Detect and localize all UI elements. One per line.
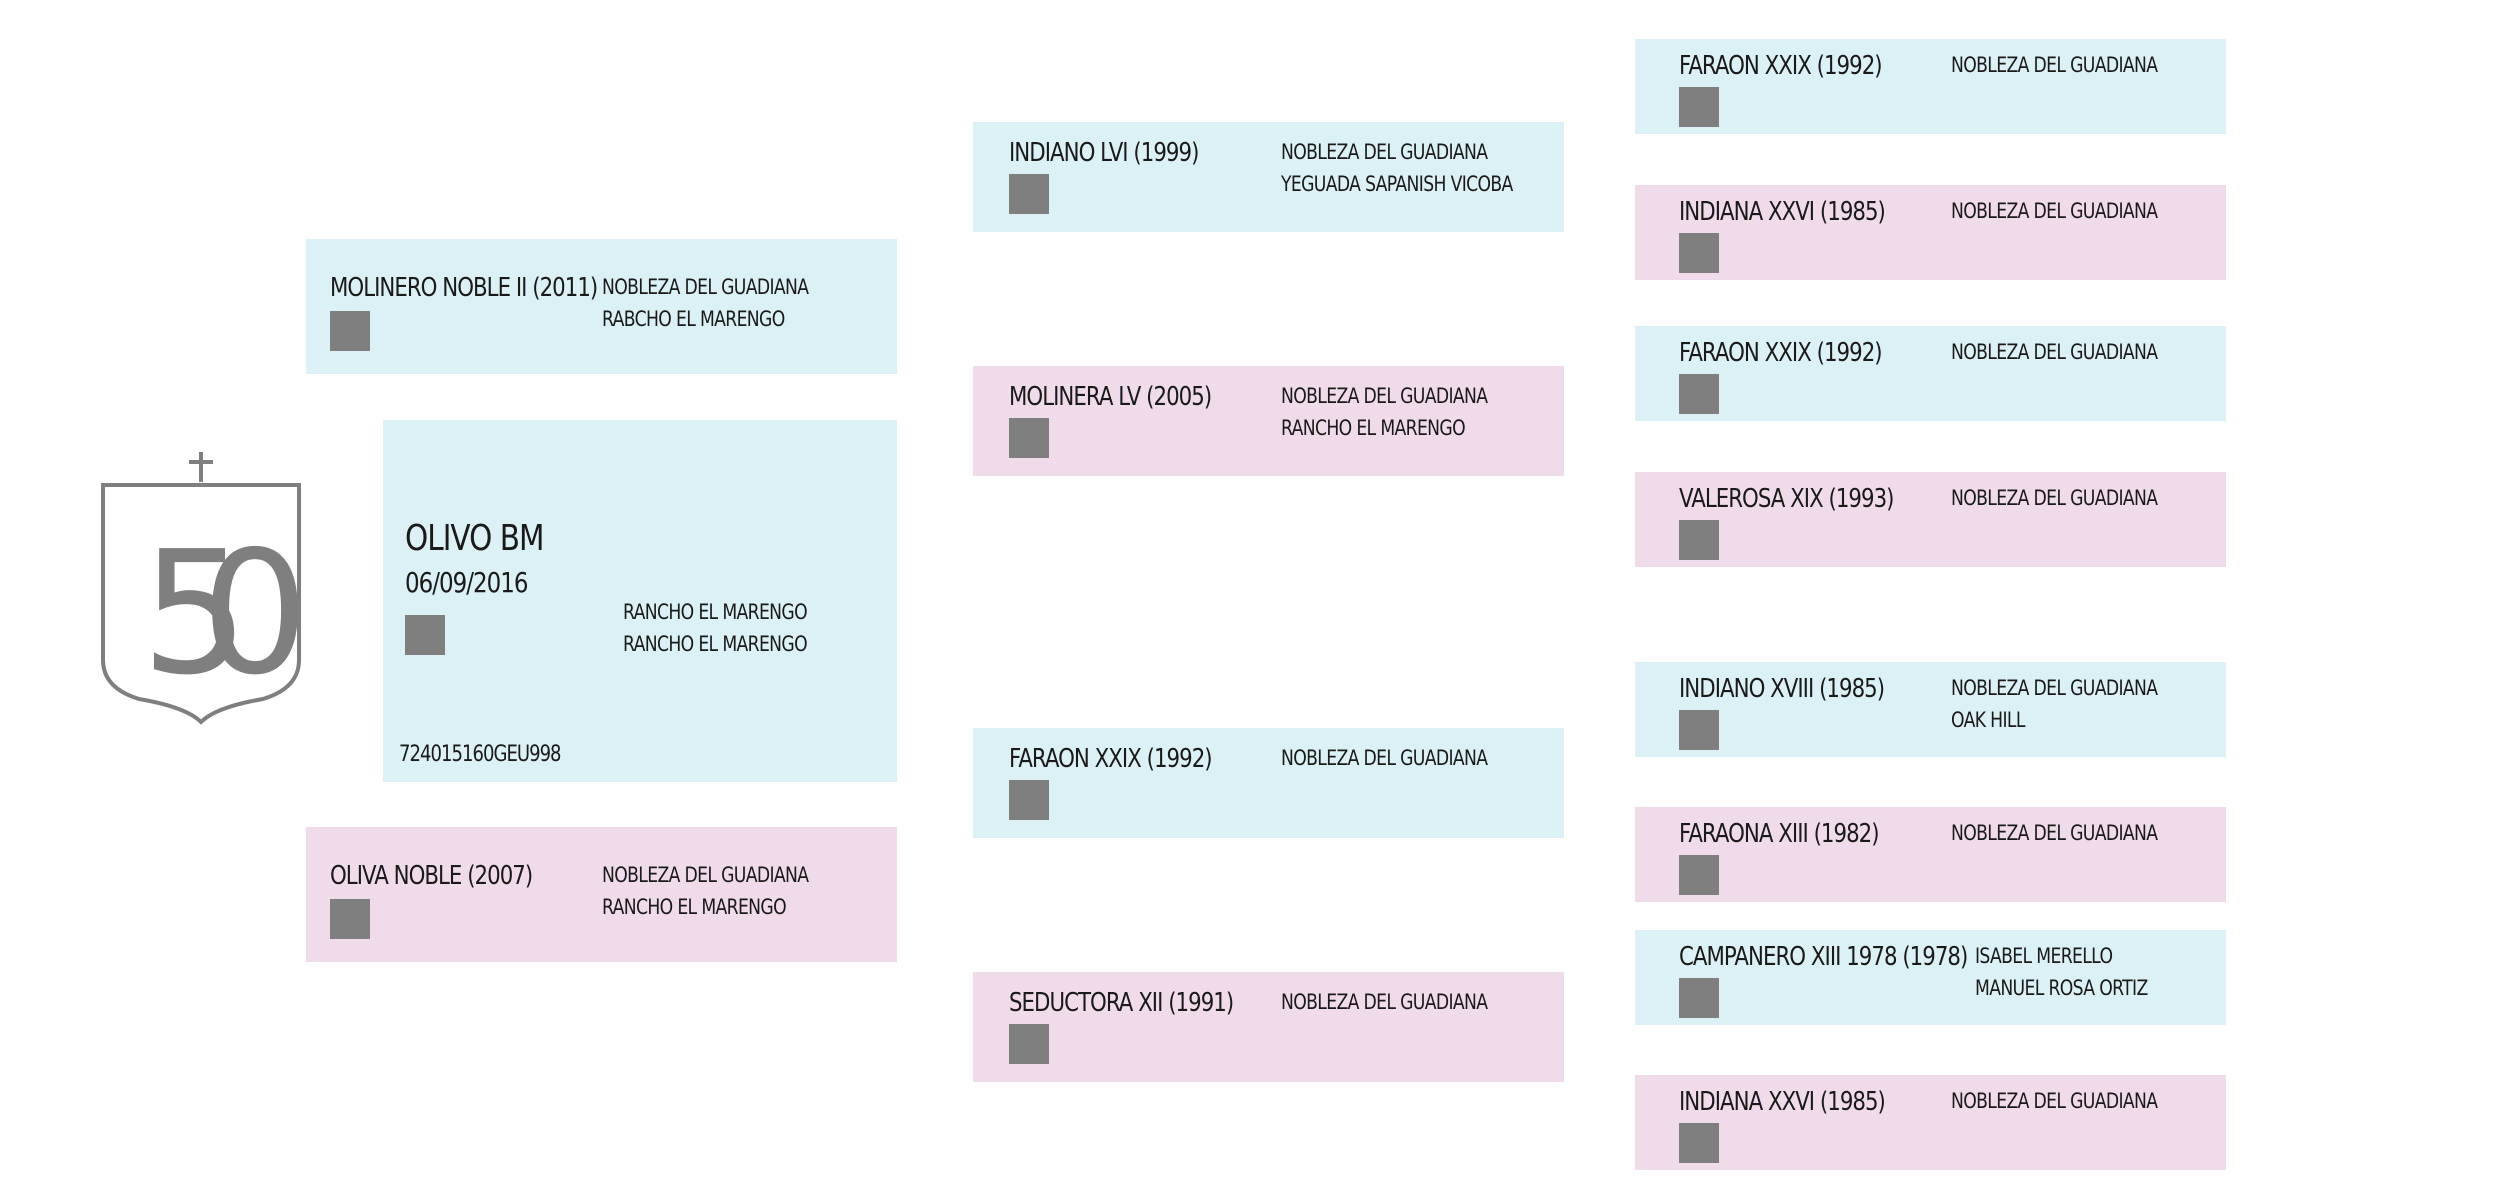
breeder-label: NOBLEZA DEL GUADIANA: [1951, 1089, 2158, 1113]
breeder-owner: NOBLEZA DEL GUADIANA: [1951, 49, 2158, 81]
horse-thumbnail[interactable]: [1009, 780, 1049, 820]
owner-label: MANUEL ROSA ORTIZ: [1975, 976, 2148, 1000]
subject-thumbnail[interactable]: [405, 615, 445, 655]
horse-name: FARAON XXIX (1992): [1009, 744, 1213, 774]
breeder-owner: NOBLEZA DEL GUADIANA: [1281, 986, 1488, 1018]
great-grandparent-card: FARAON XXIX (1992) NOBLEZA DEL GUADIANA: [1635, 326, 2226, 421]
parent-card: MOLINERO NOBLE II (2011) NOBLEZA DEL GUA…: [306, 239, 897, 374]
horse-thumbnail[interactable]: [1009, 174, 1049, 214]
horse-name: FARAON XXIX (1992): [1679, 51, 1883, 81]
breeder-label: NOBLEZA DEL GUADIANA: [1951, 676, 2158, 700]
great-grandparent-card: INDIANO XVIII (1985) NOBLEZA DEL GUADIAN…: [1635, 662, 2226, 757]
horse-name: INDIANA XXVI (1985): [1679, 1087, 1886, 1117]
grandparent-card: INDIANO LVI (1999) NOBLEZA DEL GUADIANA …: [973, 122, 1564, 232]
great-grandparent-card: CAMPANERO XIII 1978 (1978) ISABEL MERELL…: [1635, 930, 2226, 1025]
horse-name: INDIANO XVIII (1985): [1679, 674, 1885, 704]
subject-breeder-owner: RANCHO EL MARENGO RANCHO EL MARENGO: [623, 596, 808, 660]
grandparent-card: FARAON XXIX (1992) NOBLEZA DEL GUADIANA: [973, 728, 1564, 838]
breeder-label: NOBLEZA DEL GUADIANA: [602, 863, 809, 887]
breeder-owner: NOBLEZA DEL GUADIANA: [1951, 482, 2158, 514]
breeder-owner: NOBLEZA DEL GUADIANA: [1281, 742, 1488, 774]
breeder-owner: NOBLEZA DEL GUADIANA: [1951, 817, 2158, 849]
horse-thumbnail[interactable]: [1679, 710, 1719, 750]
subject-date: 06/09/2016: [405, 566, 528, 599]
horse-name: INDIANA XXVI (1985): [1679, 197, 1886, 227]
breeder-label: NOBLEZA DEL GUADIANA: [1951, 199, 2158, 223]
shield-50-logo-icon: 50: [101, 452, 304, 725]
horse-thumbnail[interactable]: [1679, 855, 1719, 895]
horse-thumbnail[interactable]: [1009, 1024, 1049, 1064]
horse-thumbnail[interactable]: [1679, 520, 1719, 560]
horse-thumbnail[interactable]: [1679, 1123, 1719, 1163]
horse-name: VALEROSA XIX (1993): [1679, 484, 1895, 514]
horse-name: FARAON XXIX (1992): [1679, 338, 1883, 368]
great-grandparent-card: FARAON XXIX (1992) NOBLEZA DEL GUADIANA: [1635, 39, 2226, 134]
great-grandparent-card: INDIANA XXVI (1985) NOBLEZA DEL GUADIANA: [1635, 185, 2226, 280]
breeder-owner: NOBLEZA DEL GUADIANA: [1951, 336, 2158, 368]
horse-thumbnail[interactable]: [330, 311, 370, 351]
owner-label: OAK HILL: [1951, 708, 2025, 732]
horse-thumbnail[interactable]: [1679, 374, 1719, 414]
owner-label: YEGUADA SAPANISH VICOBA: [1281, 172, 1513, 196]
breeder-label: NOBLEZA DEL GUADIANA: [1281, 990, 1488, 1014]
breeder-label: RANCHO EL MARENGO: [623, 600, 808, 624]
breeder-label: NOBLEZA DEL GUADIANA: [1951, 486, 2158, 510]
owner-label: RANCHO EL MARENGO: [623, 632, 808, 656]
horse-name: INDIANO LVI (1999): [1009, 138, 1199, 168]
great-grandparent-card: FARAONA XIII (1982) NOBLEZA DEL GUADIANA: [1635, 807, 2226, 902]
great-grandparent-card: INDIANA XXVI (1985) NOBLEZA DEL GUADIANA: [1635, 1075, 2226, 1170]
breeder-label: NOBLEZA DEL GUADIANA: [1951, 53, 2158, 77]
horse-name: OLIVA NOBLE (2007): [330, 861, 533, 891]
horse-thumbnail[interactable]: [1679, 233, 1719, 273]
owner-label: RANCHO EL MARENGO: [602, 895, 787, 919]
breeder-label: NOBLEZA DEL GUADIANA: [602, 275, 809, 299]
horse-name: FARAONA XIII (1982): [1679, 819, 1880, 849]
subject-card: OLIVO BM 06/09/2016 RANCHO EL MARENGO RA…: [383, 420, 897, 782]
breeder-owner: NOBLEZA DEL GUADIANA RANCHO EL MARENGO: [602, 859, 809, 923]
horse-thumbnail[interactable]: [1009, 418, 1049, 458]
breeder-label: NOBLEZA DEL GUADIANA: [1951, 340, 2158, 364]
grandparent-card: MOLINERA LV (2005) NOBLEZA DEL GUADIANA …: [973, 366, 1564, 476]
breeder-label: NOBLEZA DEL GUADIANA: [1281, 746, 1488, 770]
breeder-owner: NOBLEZA DEL GUADIANA RABCHO EL MARENGO: [602, 271, 809, 335]
horse-name: MOLINERO NOBLE II (2011): [330, 273, 598, 303]
breeder-label: NOBLEZA DEL GUADIANA: [1951, 821, 2158, 845]
horse-thumbnail[interactable]: [1679, 978, 1719, 1018]
horse-name: CAMPANERO XIII 1978 (1978): [1679, 942, 1968, 972]
breeder-label: ISABEL MERELLO: [1975, 944, 2113, 968]
parent-card: OLIVA NOBLE (2007) NOBLEZA DEL GUADIANA …: [306, 827, 897, 962]
breeder-label: NOBLEZA DEL GUADIANA: [1281, 384, 1488, 408]
horse-name: MOLINERA LV (2005): [1009, 382, 1212, 412]
grandparent-card: SEDUCTORA XII (1991) NOBLEZA DEL GUADIAN…: [973, 972, 1564, 1082]
horse-thumbnail[interactable]: [1679, 87, 1719, 127]
breeder-owner: ISABEL MERELLO MANUEL ROSA ORTIZ: [1975, 940, 2148, 1004]
breeder-owner: NOBLEZA DEL GUADIANA YEGUADA SAPANISH VI…: [1281, 136, 1513, 200]
subject-chip: 724015160GEU998: [399, 742, 562, 767]
logo-text: 50: [141, 515, 298, 713]
breeder-owner: NOBLEZA DEL GUADIANA OAK HILL: [1951, 672, 2158, 736]
horse-thumbnail[interactable]: [330, 899, 370, 939]
owner-label: RANCHO EL MARENGO: [1281, 416, 1466, 440]
subject-name: OLIVO BM: [405, 518, 545, 559]
breeder-owner: NOBLEZA DEL GUADIANA: [1951, 1085, 2158, 1117]
breeder-label: NOBLEZA DEL GUADIANA: [1281, 140, 1488, 164]
horse-name: SEDUCTORA XII (1991): [1009, 988, 1234, 1018]
great-grandparent-card: VALEROSA XIX (1993) NOBLEZA DEL GUADIANA: [1635, 472, 2226, 567]
breeder-owner: NOBLEZA DEL GUADIANA RANCHO EL MARENGO: [1281, 380, 1488, 444]
breeder-owner: NOBLEZA DEL GUADIANA: [1951, 195, 2158, 227]
owner-label: RABCHO EL MARENGO: [602, 307, 785, 331]
